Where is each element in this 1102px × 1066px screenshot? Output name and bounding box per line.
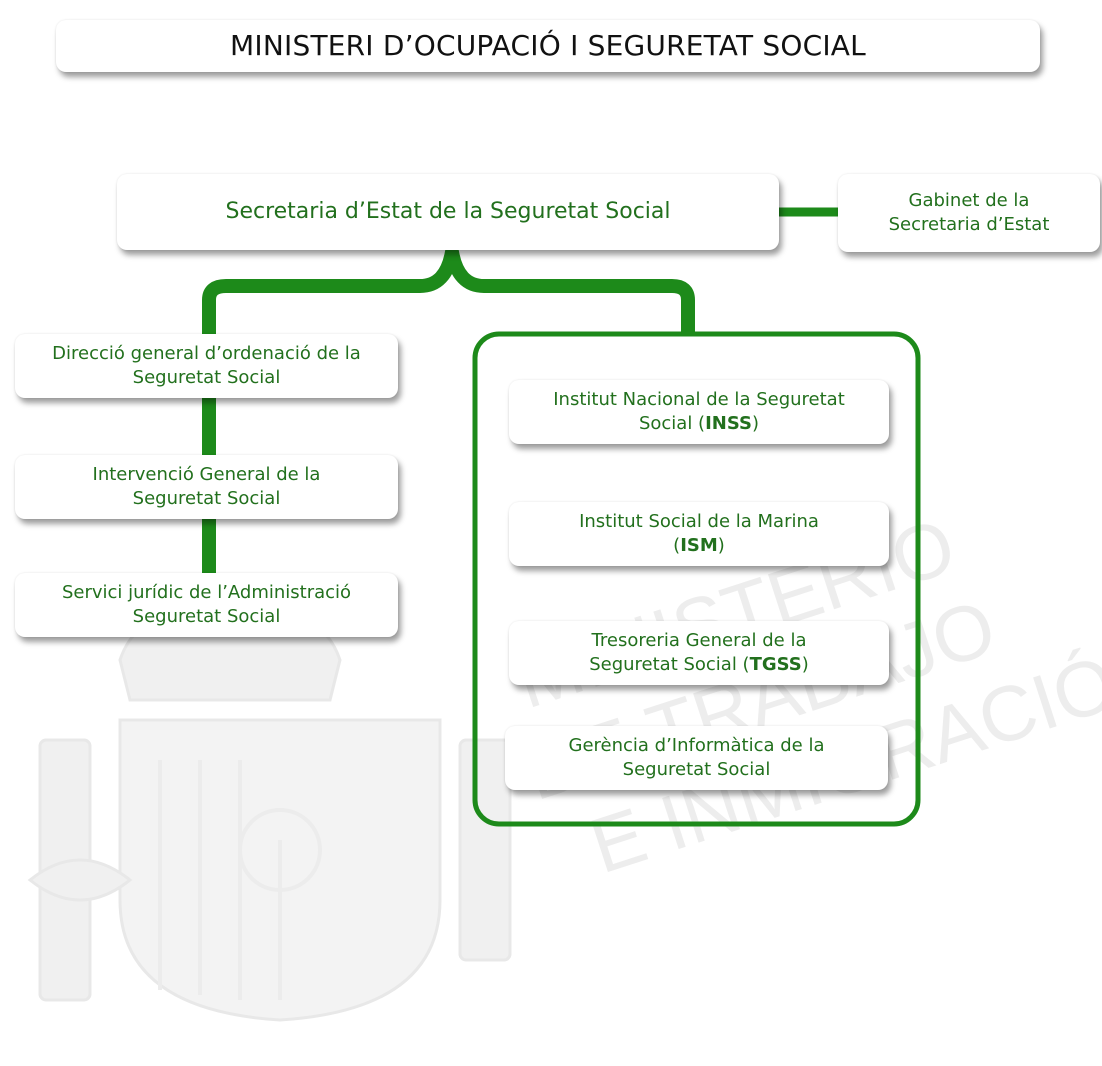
entity-acronym: INSS	[705, 413, 752, 434]
entities-container	[472, 331, 921, 827]
servici-juridic-box: Servici jurídic de l’Administració Segur…	[15, 573, 398, 637]
unit-label-line-2: Seguretat Social	[132, 367, 281, 388]
unit-label-line-2: Seguretat Social	[132, 606, 281, 627]
gerencia-informatica-box: Gerència d’Informàtica de la Seguretat S…	[505, 726, 888, 790]
intervencio-general-box: Intervenció General de la Seguretat Soci…	[15, 455, 398, 519]
unit-label-line-2: Seguretat Social	[132, 488, 281, 509]
inss-box: Institut Nacional de la Seguretat Social…	[509, 380, 889, 444]
secretaria-estat-label: Secretaria d’Estat de la Seguretat Socia…	[225, 199, 671, 224]
ministry-title: MINISTERI D’OCUPACIÓ I SEGURETAT SOCIAL	[230, 29, 866, 62]
entity-label-line-1: Institut Social de la Marina	[579, 511, 819, 532]
gabinet-box: Gabinet de la Secretaria d’Estat	[838, 174, 1100, 252]
ism-box: Institut Social de la Marina (ISM)	[509, 502, 889, 566]
unit-label-line-1: Intervenció General de la	[92, 464, 321, 485]
entity-acronym: ISM	[680, 535, 718, 556]
entity-label-line-1: Institut Nacional de la Seguretat	[553, 389, 845, 410]
entity-label-line-1: Gerència d’Informàtica de la	[568, 735, 825, 756]
direccio-general-ordenacio-box: Direcció general d’ordenació de la Segur…	[15, 334, 398, 398]
secretaria-estat-box: Secretaria d’Estat de la Seguretat Socia…	[117, 174, 779, 250]
entity-label-line-2: (ISM)	[673, 535, 725, 556]
watermark-scroll-shape	[27, 858, 133, 902]
tgss-box: Tresoreria General de la Seguretat Socia…	[509, 621, 889, 685]
entity-label-line-2: Social (INSS)	[638, 413, 760, 434]
unit-label-line-1: Direcció general d’ordenació de la	[52, 343, 361, 364]
ministry-title-box: MINISTERI D’OCUPACIÓ I SEGURETAT SOCIAL	[56, 20, 1040, 72]
connector-secretaria-branches	[202, 245, 695, 340]
entity-label-line-1: Tresoreria General de la	[591, 630, 807, 651]
gabinet-label-line-1: Gabinet de la	[908, 190, 1030, 211]
entity-acronym: TGSS	[749, 654, 802, 675]
gabinet-label-line-2: Secretaria d’Estat	[888, 214, 1050, 235]
entity-label-line-2: Seguretat Social (TGSS)	[589, 654, 809, 675]
entity-label-line-2: Seguretat Social	[622, 759, 771, 780]
unit-label-line-1: Servici jurídic de l’Administració	[61, 582, 352, 603]
